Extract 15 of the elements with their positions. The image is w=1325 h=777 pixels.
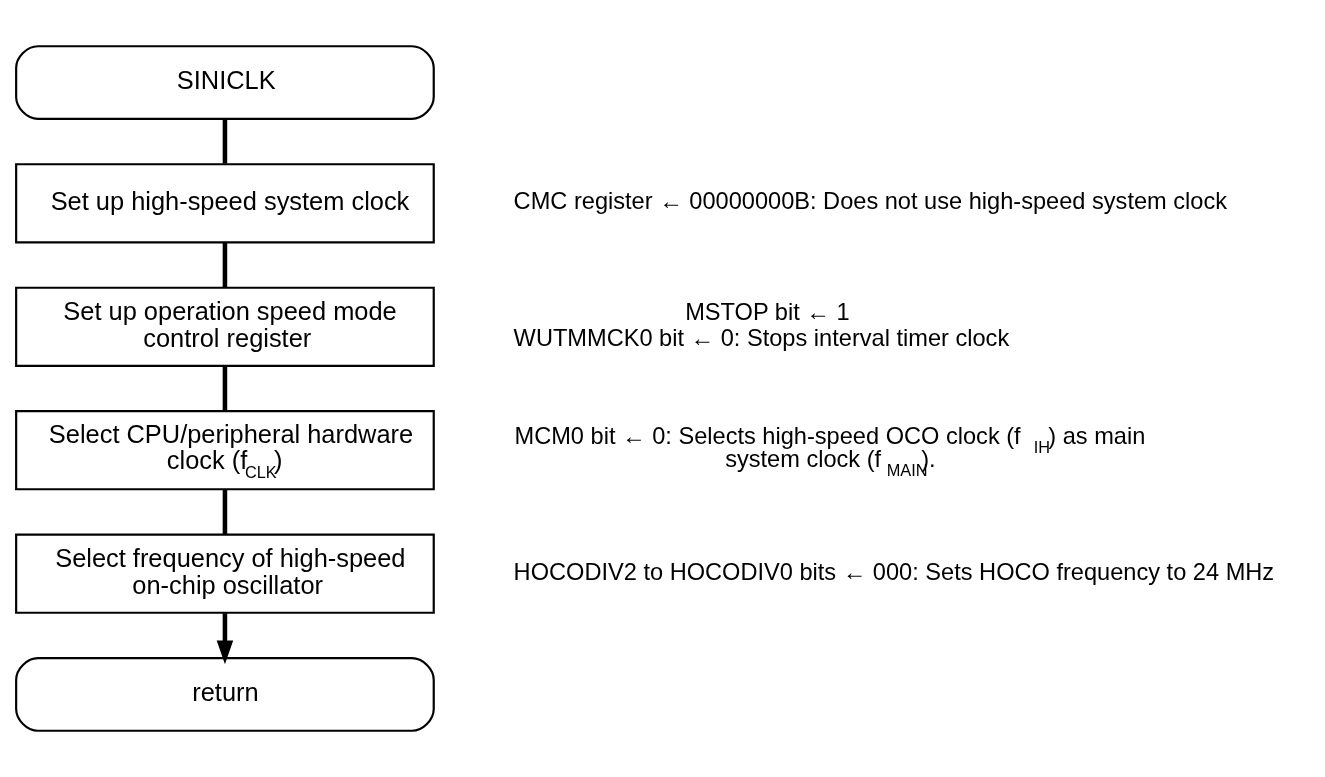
connector <box>222 118 228 164</box>
node-box: Select frequency of high-speed on-chip oscillator <box>15 533 435 614</box>
node-box: Set up operation speed mode control register <box>15 286 435 367</box>
node-label: WUTMMCK0 bit ← 0: Stops interval timer clock <box>513 324 1010 351</box>
node-box: SINICLK <box>15 45 435 120</box>
arrow <box>216 613 234 665</box>
node-box: return <box>15 657 435 732</box>
connector <box>222 489 228 535</box>
node-box: Select CPU/peripheral hardware clock (f$_{CLK}$) <box>15 410 435 491</box>
node-box: Set up high-speed system clock <box>15 163 435 244</box>
node-label: HOCODIV2 to HOCODIV0 bits ← 000: Sets HOCO frequency to 24 MHz <box>513 558 1275 585</box>
node-label: MSTOP bit ← 1 <box>685 299 850 326</box>
connector <box>222 242 228 288</box>
node-label: CMC register ← 00000000B: Does not use high-speed system clock <box>513 188 1228 215</box>
connector <box>222 365 228 411</box>
